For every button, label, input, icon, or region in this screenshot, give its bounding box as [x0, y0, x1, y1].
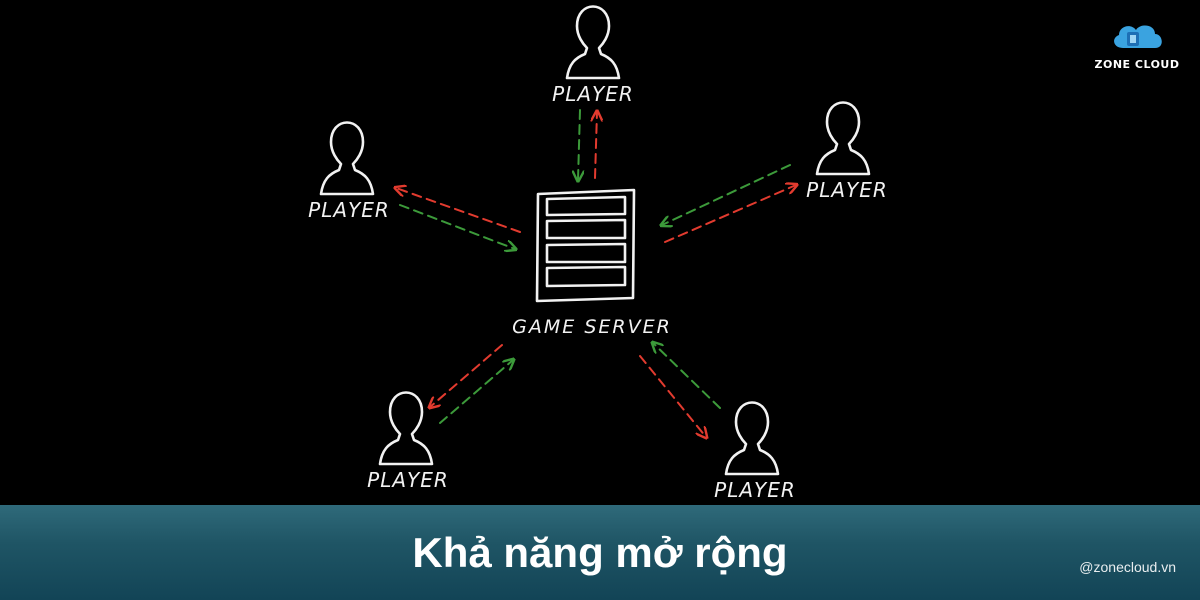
arrow-bottom-right-incoming	[653, 343, 721, 409]
server-label: GAME SERVER	[512, 316, 672, 338]
player-label-top: PLAYER	[552, 82, 634, 106]
arrow-left-outgoing	[396, 188, 521, 233]
arrow-bottom-left-outgoing	[430, 344, 503, 407]
player-label-bottom-left: PLAYER	[367, 468, 449, 492]
player-top-icon	[565, 5, 621, 80]
player-label-left: PLAYER	[308, 198, 390, 222]
arrow-bottom-left-incoming	[439, 360, 513, 424]
player-label-right: PLAYER	[806, 178, 888, 202]
arrow-bottom-right-outgoing	[639, 355, 706, 437]
caption-title: Khả năng mở rộng	[412, 529, 788, 576]
connection-arrows	[396, 109, 796, 437]
social-handle: @zonecloud.vn	[1079, 559, 1176, 575]
arrow-right-outgoing	[664, 185, 796, 243]
network-diagram: GAME SERVER PLAYER PLAYER PLAYER PLAYER …	[308, 5, 888, 502]
arrow-top-outgoing	[595, 112, 597, 179]
arrow-right-incoming	[662, 164, 791, 225]
brand-logo: ZONE CLOUD	[1092, 20, 1182, 71]
player-right-icon	[815, 101, 871, 176]
player-left-icon	[319, 121, 375, 196]
logo-text: ZONE CLOUD	[1094, 58, 1180, 71]
caption-bar: Khả năng mở rộng @zonecloud.vn	[0, 505, 1200, 600]
game-server-icon	[535, 188, 636, 303]
player-label-bottom-right: PLAYER	[714, 478, 796, 502]
arrow-top-incoming	[578, 109, 580, 180]
cloud-icon	[1114, 25, 1162, 48]
player-bottom-left-icon	[378, 391, 434, 466]
player-bottom-right-icon	[724, 401, 780, 476]
arrow-left-incoming	[399, 204, 515, 249]
